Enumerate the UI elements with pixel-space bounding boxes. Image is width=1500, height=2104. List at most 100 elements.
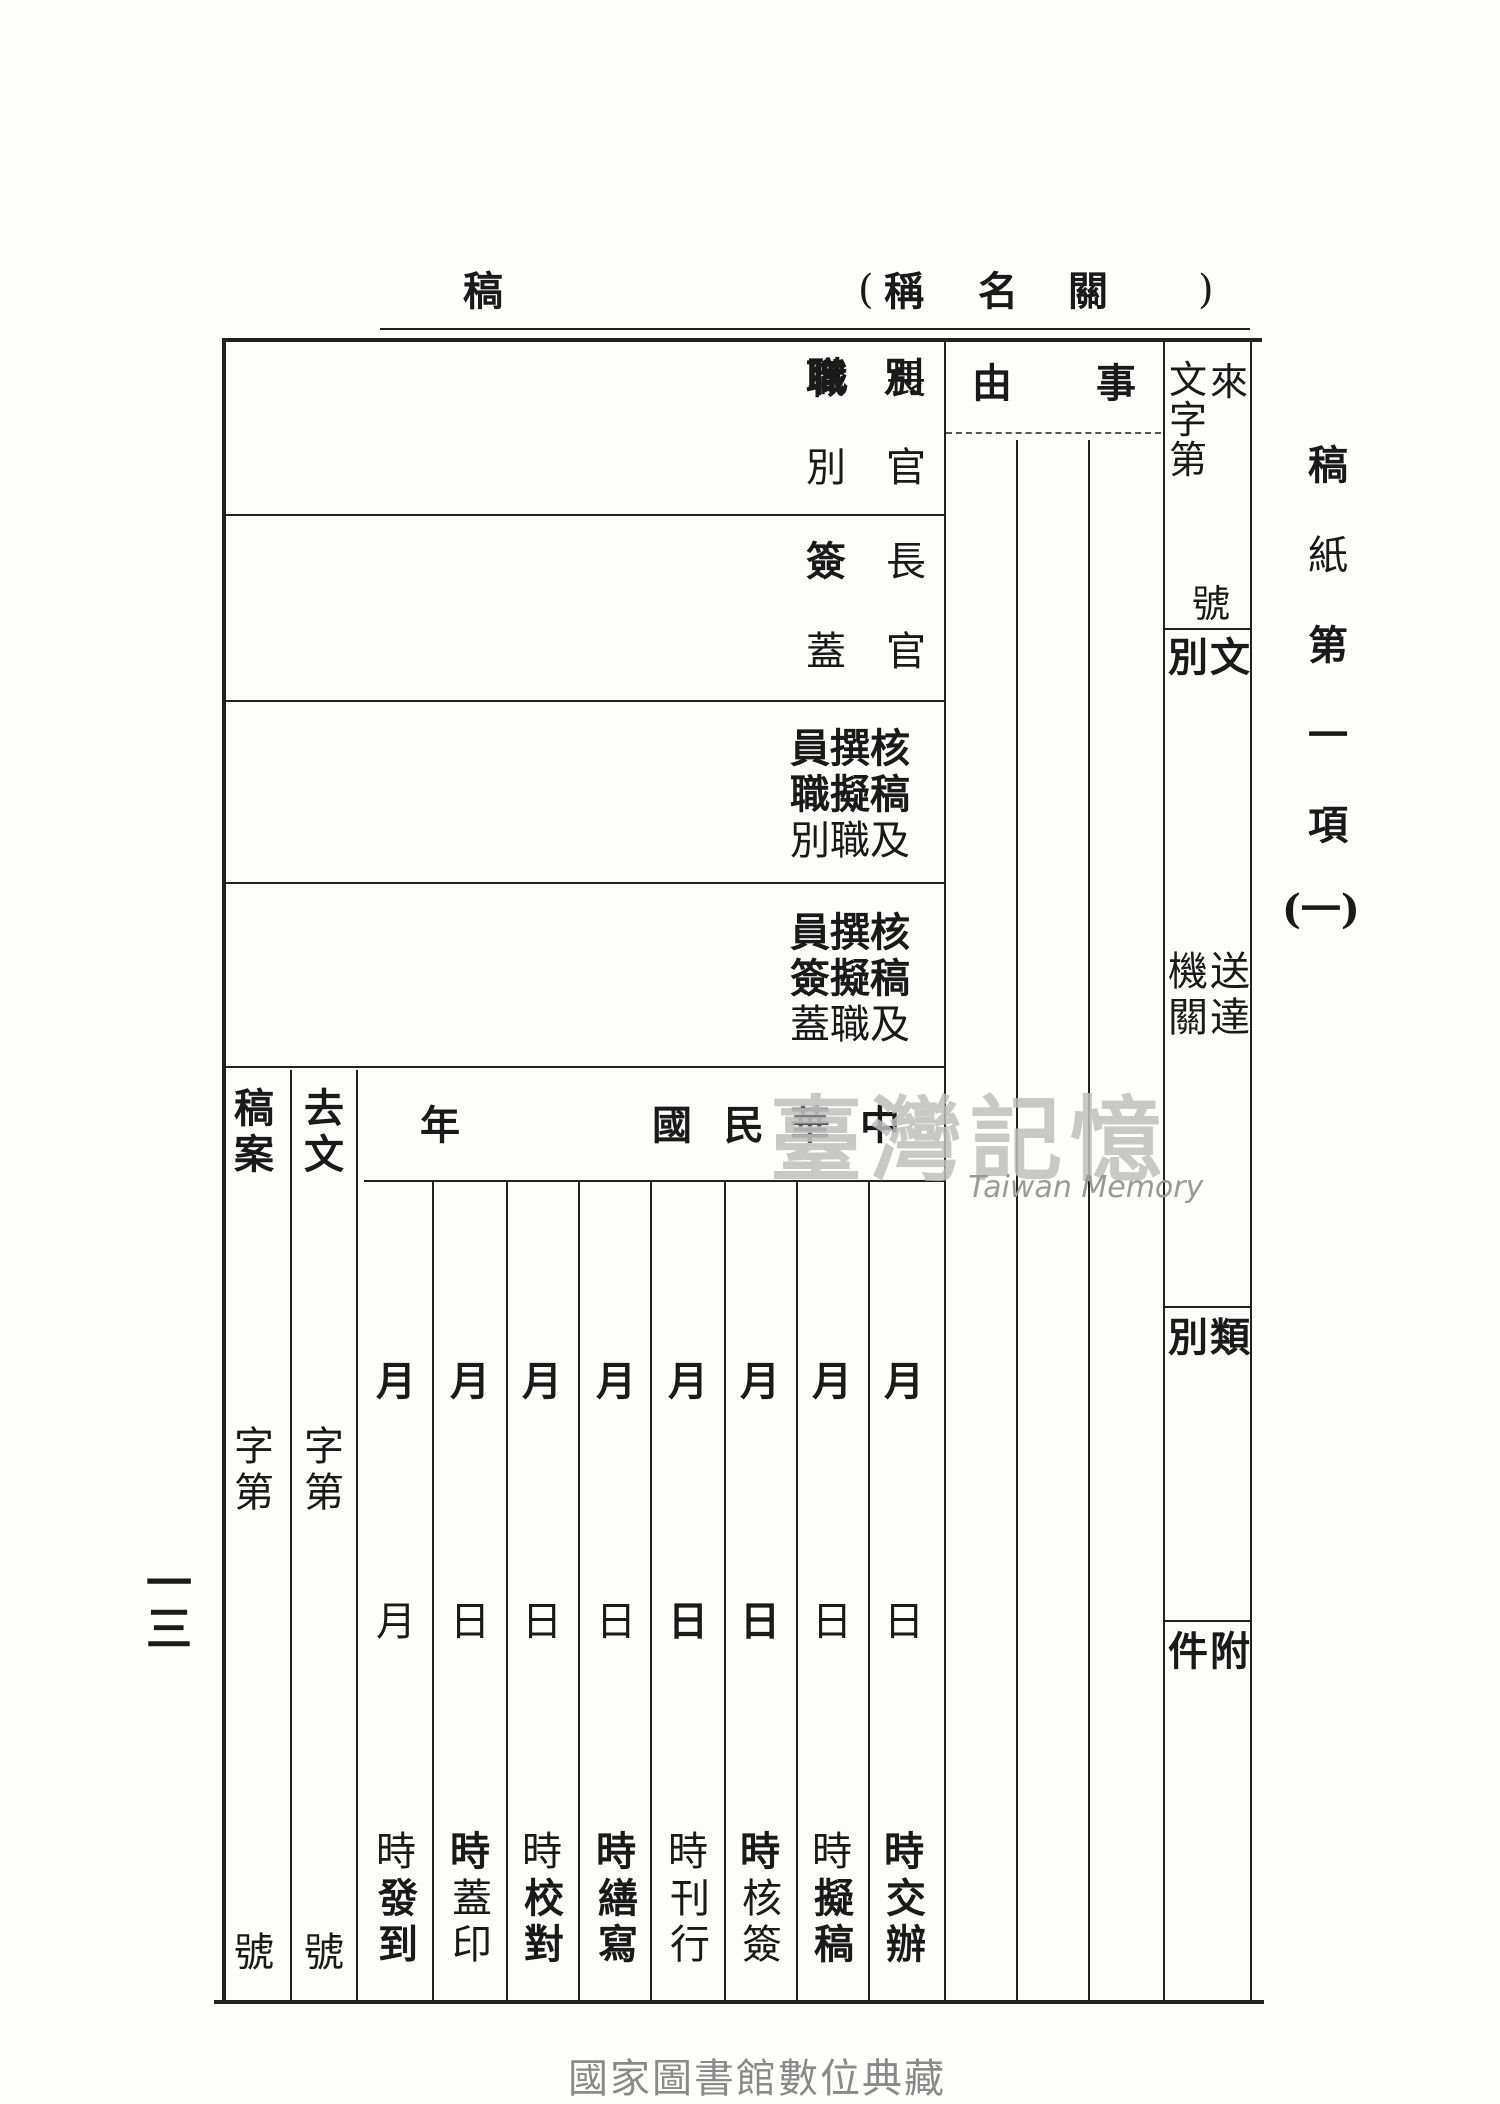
agency-char-3: 關	[1068, 268, 1108, 315]
date-char-guo: 國	[652, 1102, 692, 1149]
date-char-min: 民	[724, 1102, 764, 1149]
row4-line3: 蓋職及	[790, 1002, 910, 1048]
tl-5-month: 月	[522, 1358, 562, 1405]
tl-7-label: 發到	[378, 1875, 418, 1968]
header-title-char: 稿	[463, 268, 503, 315]
tl-2-day: 日	[740, 1598, 780, 1645]
row3-line3: 別職及	[790, 818, 910, 864]
tl-2-label: 核簽	[742, 1876, 782, 1968]
timeline-col-divider	[868, 1180, 870, 2000]
tl-2-hour: 時	[740, 1828, 780, 1875]
frame-right	[1250, 338, 1252, 2002]
incoming-doc-label: 文字第	[1168, 358, 1207, 482]
footer-collection-label: 國家圖書館數位典藏	[568, 2056, 946, 2102]
send-to-char-2: 達	[1210, 995, 1250, 1041]
timeline-col-divider	[796, 1180, 798, 2000]
draft-case-title: 稿案	[234, 1085, 274, 1178]
tl-1-day: 日	[812, 1599, 852, 1645]
agency-char-2: 名	[978, 268, 1018, 315]
tl-3-month: 月	[668, 1358, 708, 1405]
row1-line1: 職長	[806, 356, 926, 403]
tl-1-hour: 時	[812, 1829, 852, 1875]
tl-0-day: 日	[884, 1599, 924, 1645]
send-to-char-1: 送	[1210, 949, 1250, 995]
watermark-logo: 臺灣記憶	[770, 1087, 1171, 1194]
incoming-doc-hao: 號	[1192, 582, 1231, 626]
draft-case-hao: 號	[234, 1930, 274, 1976]
tl-1-label: 擬稿	[814, 1875, 854, 1968]
category-char-2: 別	[1168, 1314, 1208, 1361]
tl-4-hour: 時	[596, 1828, 636, 1875]
upper-row-divider-3	[226, 882, 944, 884]
tl-6-hour: 時	[450, 1828, 490, 1875]
upper-row-divider-4	[226, 1066, 944, 1068]
row4-line2: 簽擬稿	[790, 955, 910, 1002]
row4-line1: 員撰核	[790, 909, 910, 956]
timeline-col-divider	[432, 1180, 434, 2000]
right-cell-line-3	[1165, 1620, 1250, 1622]
page-number: 一三	[146, 1556, 192, 1656]
timeline-col-divider	[506, 1180, 508, 2000]
date-block-left	[356, 1070, 358, 2000]
date-char-zhong: 中	[860, 1102, 900, 1149]
subject-char-2: 由	[972, 360, 1012, 407]
tl-6-label: 蓋印	[452, 1876, 492, 1968]
row1-label-a: 職別	[808, 356, 960, 400]
outgoing-doc-hao: 號	[304, 1930, 344, 1976]
date-char-nian: 年	[420, 1102, 460, 1149]
tl-4-day: 日	[596, 1599, 636, 1645]
left-col-divider	[290, 1070, 292, 2000]
subject-rule-2	[1088, 440, 1090, 2000]
frame-top	[222, 338, 1262, 342]
send-to-char-3: 機	[1168, 949, 1208, 995]
attachment-char-2: 件	[1168, 1628, 1208, 1675]
row2-line1: 簽長	[806, 538, 926, 585]
tl-1-month: 月	[812, 1358, 852, 1405]
tl-5-day: 日	[522, 1599, 562, 1645]
row3-line2: 職擬稿	[790, 771, 910, 818]
timeline-col-divider	[578, 1180, 580, 2000]
tl-3-day: 日	[668, 1598, 708, 1645]
tl-7-hour: 時	[376, 1829, 416, 1875]
separator-subject	[944, 338, 946, 2000]
doc-type-char-2: 別	[1168, 634, 1208, 681]
date-row-bottom	[364, 1180, 944, 1182]
row1-text-zhi-zhang: 職	[806, 356, 846, 403]
agency-paren-close: )	[1198, 267, 1214, 313]
row1-char-1: 職別	[808, 354, 960, 401]
incoming-doc-char-lai: 來	[1210, 360, 1249, 404]
row3-line1: 員撰核	[790, 725, 910, 772]
row2-line2: 蓋官	[806, 629, 926, 675]
frame-left	[222, 338, 226, 2002]
tl-4-label: 繕寫	[598, 1875, 638, 1968]
subject-header-line	[946, 432, 1161, 434]
separator-right-column	[1163, 338, 1165, 2000]
watermark-subtitle: Taiwan Memory	[968, 1170, 1204, 1205]
tl-5-hour: 時	[522, 1829, 562, 1875]
tl-2-month: 月	[740, 1358, 780, 1405]
outgoing-doc-number: 字第	[304, 1424, 344, 1516]
subject-rule-1	[1016, 440, 1018, 2000]
tl-0-month: 月	[884, 1358, 924, 1405]
agency-paren-open: (	[858, 267, 874, 313]
side-title-char-1: 稿	[1308, 442, 1348, 489]
tl-6-day: 日	[450, 1599, 490, 1645]
upper-row-divider-1	[226, 514, 944, 516]
right-cell-line-2	[1165, 1306, 1250, 1308]
tl-0-hour: 時	[884, 1828, 924, 1875]
side-number: (一)	[1282, 886, 1360, 933]
side-title-char-3: 第	[1308, 622, 1348, 669]
header-underline	[380, 328, 1250, 330]
tl-5-label: 校對	[524, 1875, 564, 1968]
outgoing-doc-title: 去文	[304, 1085, 344, 1178]
tl-4-month: 月	[596, 1358, 636, 1405]
right-cell-line-1	[1165, 628, 1250, 630]
side-title-char-5: 項	[1308, 802, 1348, 849]
agency-char-1: 稱	[884, 268, 924, 315]
tl-7-day: 月	[376, 1599, 416, 1645]
attachment-char-1: 附	[1210, 1628, 1250, 1675]
tl-6-month: 月	[450, 1358, 490, 1405]
upper-row-divider-2	[226, 700, 944, 702]
date-char-hua: 華	[790, 1102, 830, 1149]
tl-3-label: 刊行	[670, 1876, 710, 1968]
